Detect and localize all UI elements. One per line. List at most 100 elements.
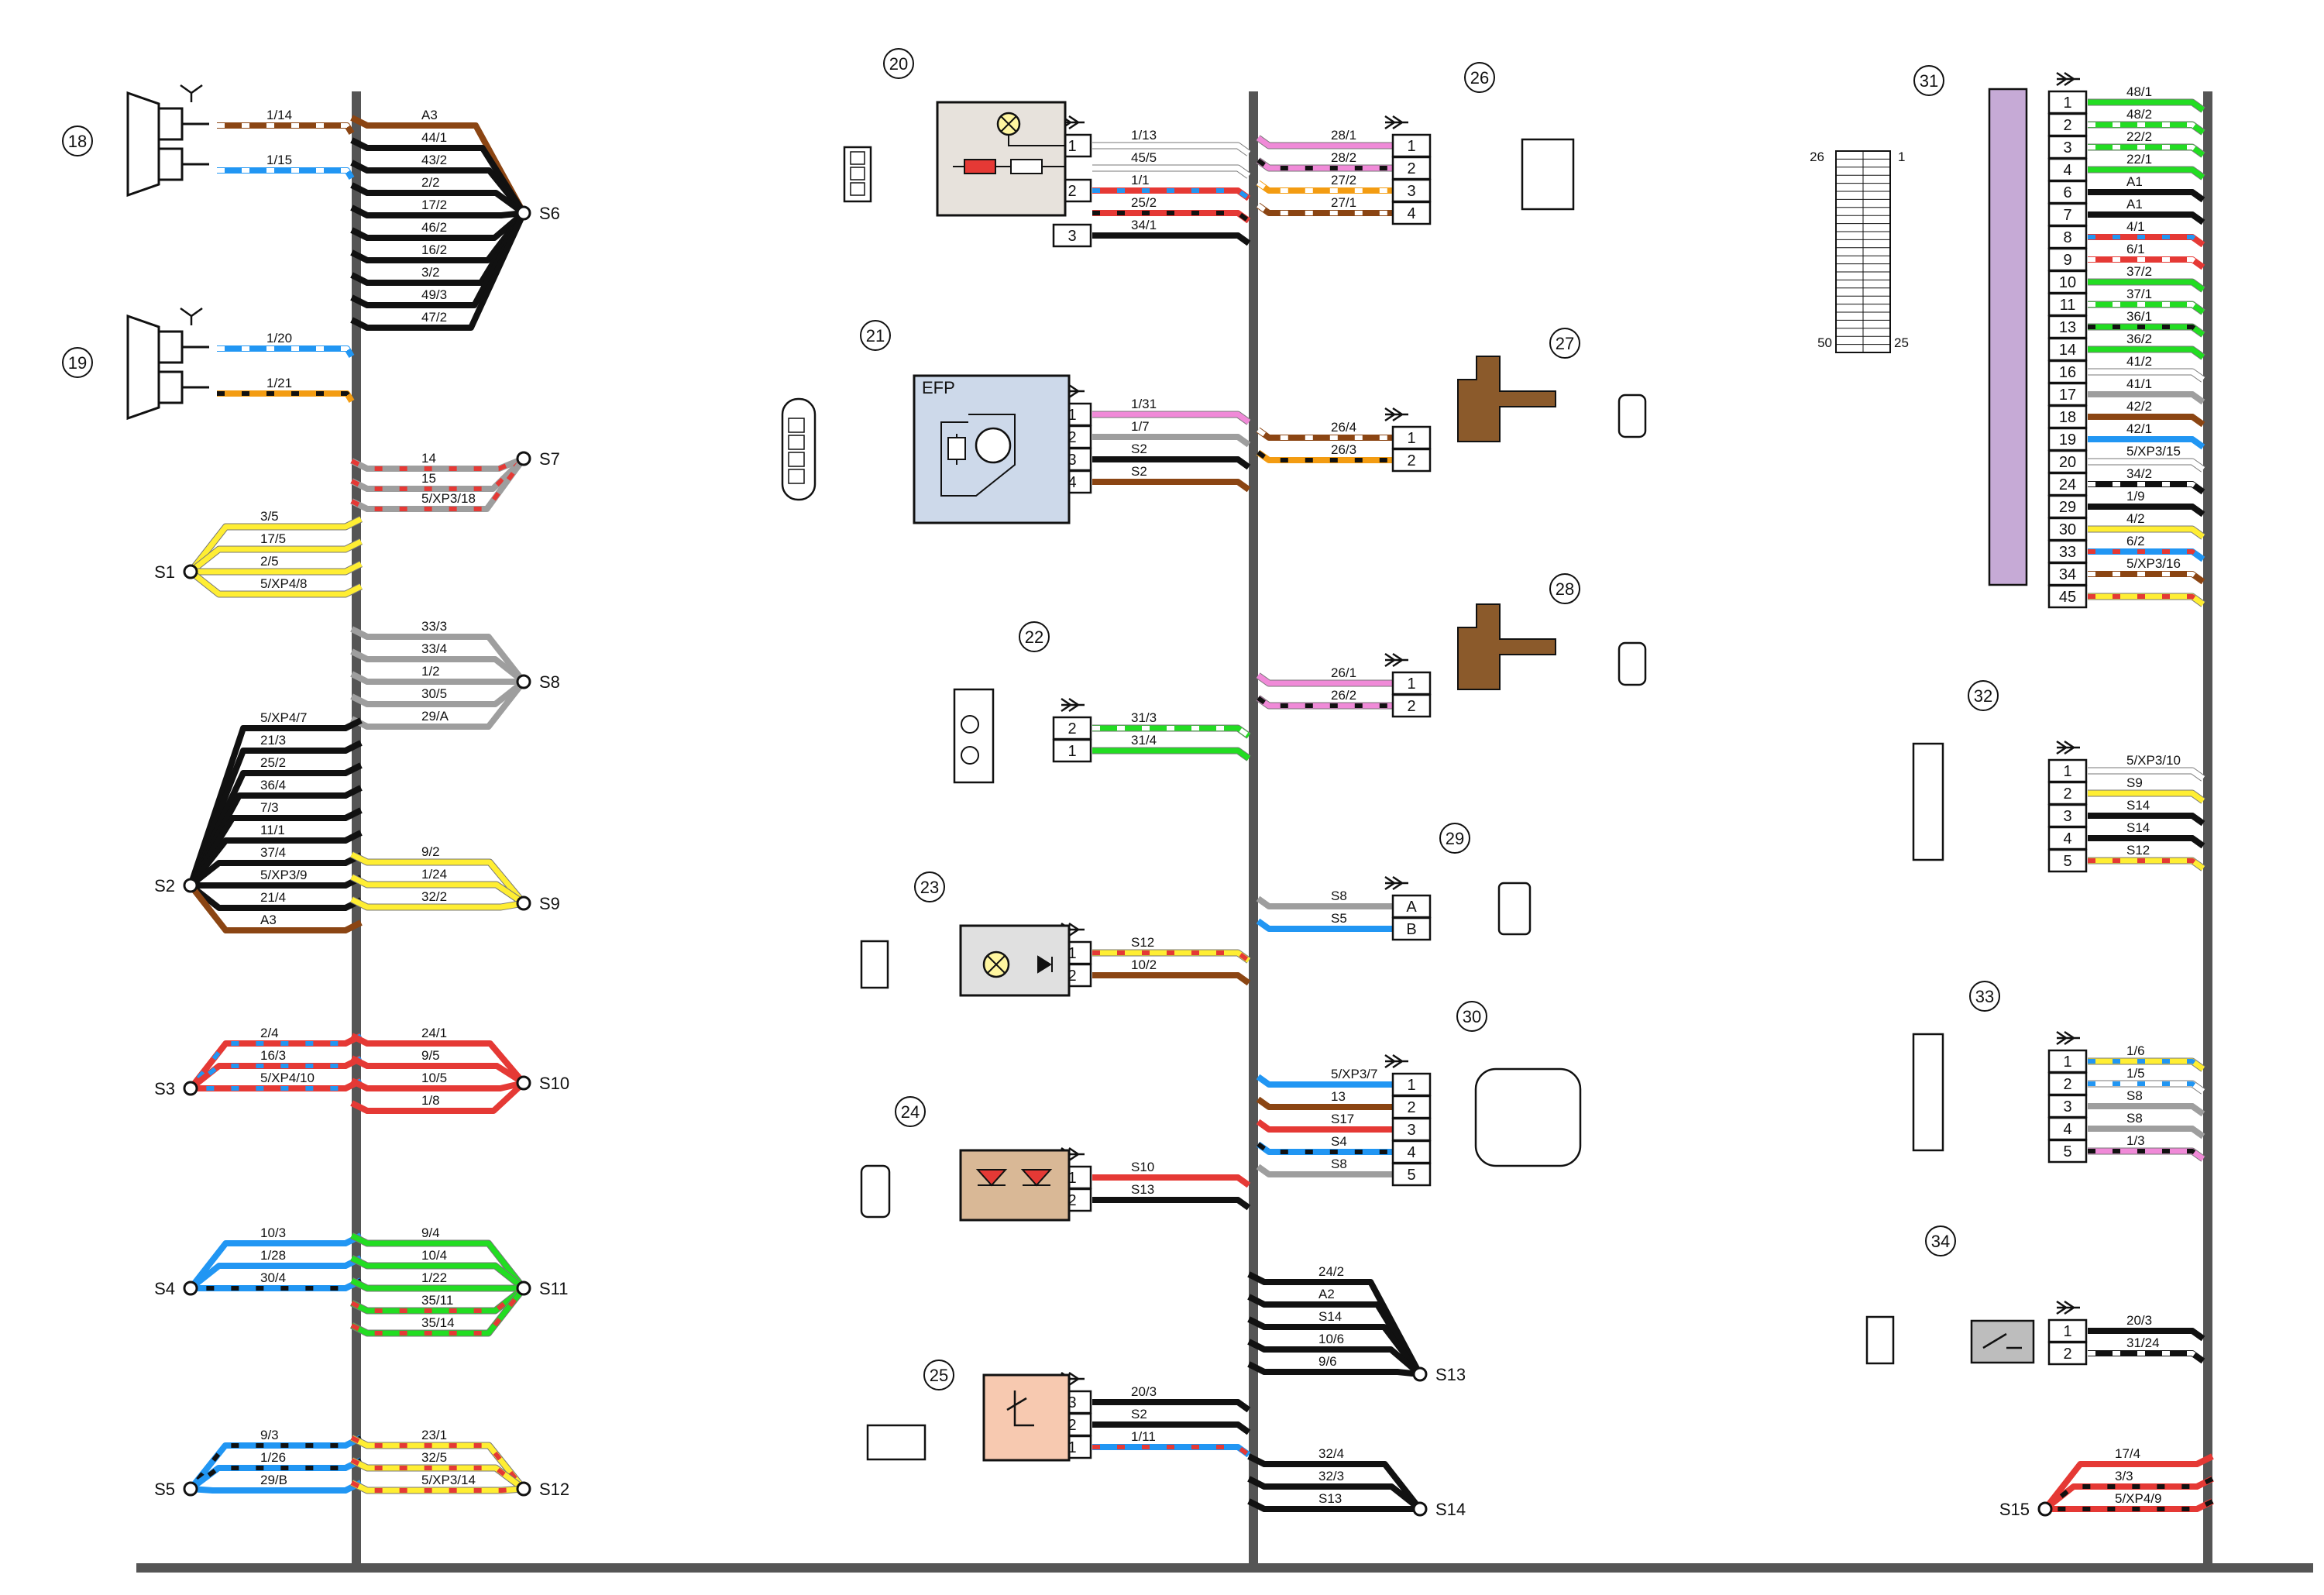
wire <box>217 122 355 136</box>
harness-trunk <box>2203 91 2212 1571</box>
pin-number: 5 <box>2063 1143 2071 1160</box>
connector-pin: 1 <box>1391 133 1432 158</box>
wire-label: 10/4 <box>421 1248 447 1263</box>
component-number: 31 <box>1920 71 1938 91</box>
speaker-19-icon <box>126 307 209 421</box>
wire-label: 30/4 <box>260 1270 286 1285</box>
wire <box>2088 548 2205 562</box>
wire-label: 5/XP4/9 <box>2115 1491 2162 1506</box>
splice-label: S15 <box>1999 1500 2030 1519</box>
pin-number: 7 <box>2063 207 2071 224</box>
component-number: 24 <box>901 1102 920 1122</box>
pin-number: 3 <box>1067 1394 1076 1411</box>
wire <box>2088 234 2205 248</box>
wire-label: 34/2 <box>2126 466 2152 481</box>
wire <box>350 211 527 308</box>
component-21-marker: 21 <box>860 320 891 351</box>
wire <box>2042 1453 2214 1511</box>
splice-node <box>516 1280 531 1296</box>
pin-number: 9 <box>2063 252 2071 269</box>
splice-label: S12 <box>539 1480 569 1499</box>
wire-label: S5 <box>1331 911 1347 926</box>
splice-node <box>516 1481 531 1497</box>
connector-pin: 18 <box>2047 404 2088 429</box>
wire <box>1092 1421 1251 1435</box>
connector-pin: 7 <box>2047 202 2088 227</box>
wire-label: 31/24 <box>2126 1335 2160 1350</box>
wire-label: 5/XP4/10 <box>260 1071 315 1085</box>
wire-label: S9 <box>2126 775 2143 790</box>
pin-number: 6 <box>2063 184 2071 201</box>
component-number: 21 <box>866 326 885 345</box>
wire-label: 9/5 <box>421 1048 440 1063</box>
wire-label: 3/5 <box>260 509 279 524</box>
connector-pin: 24 <box>2047 472 2088 497</box>
wire <box>350 456 526 492</box>
wire <box>2088 767 2205 782</box>
wire <box>2088 345 2205 360</box>
wire <box>1092 1444 1251 1458</box>
splice-node <box>516 1075 531 1091</box>
wire <box>1092 411 1251 425</box>
wire-label: 32/3 <box>1318 1469 1344 1483</box>
wire <box>1256 157 1393 172</box>
wire-label: 36/4 <box>260 778 286 792</box>
wire-label: 25/2 <box>260 755 286 770</box>
wire-label: 2/5 <box>260 554 279 569</box>
splice-node <box>516 674 531 689</box>
wire-label: 1/1 <box>1131 173 1150 187</box>
connector-6-icon <box>1912 1033 1944 1152</box>
wire-label: 1/9 <box>2126 489 2145 504</box>
wire <box>350 626 527 684</box>
splice-label: S11 <box>539 1279 569 1298</box>
splice-label: S8 <box>539 672 560 692</box>
wire <box>2088 211 2205 225</box>
splice-node <box>1412 1501 1428 1517</box>
splice-node <box>1412 1366 1428 1382</box>
wire-label: S4 <box>1331 1134 1347 1149</box>
pin-number: 5 <box>1407 1167 1415 1184</box>
splice-label: S14 <box>1435 1500 1466 1519</box>
wire <box>349 895 524 911</box>
pin-number: 3 <box>2063 1098 2071 1115</box>
pin-number: 1 <box>2063 95 2071 112</box>
connector-pin: 4 <box>1391 1140 1432 1164</box>
wire-label: 20/3 <box>1131 1384 1157 1399</box>
wire-label: 36/2 <box>2126 332 2152 346</box>
pin-number: 1 <box>1067 1170 1076 1187</box>
connector-pin: 4 <box>2047 157 2088 182</box>
wire <box>217 390 355 404</box>
fuel-pump-label: EFP <box>922 378 955 397</box>
splice-label: S1 <box>154 562 175 582</box>
connector-arrow-icon <box>1061 697 1085 713</box>
wire-label: 1/28 <box>260 1248 286 1263</box>
splice-s2: 5/XP4/721/325/236/47/311/137/45/XP3/921/… <box>154 710 363 933</box>
ecu-pin-label: 26 <box>1810 150 1824 164</box>
pin-number: 2 <box>1407 452 1415 469</box>
wire <box>2088 256 2205 270</box>
wire-label: 5/XP3/14 <box>421 1473 476 1487</box>
connector-pin: 2 <box>1391 156 1432 180</box>
wire-label: 29/B <box>260 1473 287 1487</box>
wire <box>2088 593 2205 607</box>
wire-label: 10/5 <box>421 1071 447 1085</box>
component-30-marker: 30 <box>1456 1001 1487 1032</box>
connector-pin: 2 <box>1052 716 1092 741</box>
connector-pin: 10 <box>2047 270 2088 294</box>
pin-number: 3 <box>1067 452 1076 469</box>
connector-pin: 1 <box>1391 1072 1432 1097</box>
wire-label: A3 <box>421 108 438 122</box>
wire <box>2088 166 2205 180</box>
splice-label: S10 <box>539 1074 569 1093</box>
wire-label: A3 <box>260 913 277 927</box>
splice-node <box>183 564 198 579</box>
wire-label: 1/5 <box>2126 1066 2145 1081</box>
